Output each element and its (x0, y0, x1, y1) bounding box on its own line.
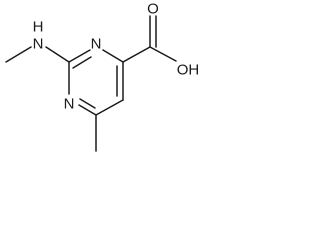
atom-label-carbonyl-o: O (147, 1, 159, 18)
bond-c6-n1 (78, 104, 97, 116)
bond-c-oh (149, 46, 177, 62)
atom-label-ring-n-top: N (91, 36, 102, 53)
bond-c4-carboxyl (122, 46, 151, 63)
chemical-structure-diagram: H N N N O OH (5, 1, 200, 152)
bond-c2-n3-double (72, 56, 92, 69)
atom-label-h: H (33, 19, 44, 36)
bond-c5-c6 (95, 99, 124, 116)
bond-lines (5, 15, 177, 152)
bond-n3-c4 (102, 49, 124, 63)
bond-c6-n1-double (79, 98, 96, 109)
atom-label-ring-n-bottom: N (64, 96, 75, 113)
bond-c2-n3 (68, 49, 91, 63)
bond-nh-c2 (45, 46, 70, 63)
atom-label-hydroxyl: OH (177, 62, 200, 79)
atom-label-amine-n: N (33, 36, 44, 53)
bond-methyl-nh (5, 46, 32, 63)
atom-labels: H N N N O OH (33, 1, 200, 113)
